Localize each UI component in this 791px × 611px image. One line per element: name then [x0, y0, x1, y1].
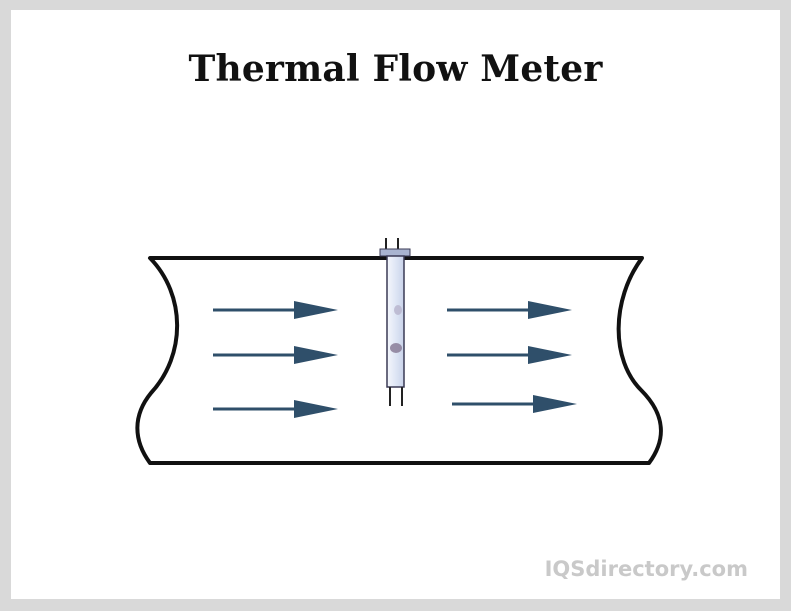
- diagram-canvas: Thermal Flow Meter: [11, 10, 780, 599]
- flow-arrow-right-2: [447, 346, 572, 364]
- pipe-outline: [135, 256, 663, 465]
- thermal-flow-meter-diagram: [135, 238, 663, 465]
- flow-arrow-right-1: [447, 301, 572, 319]
- probe-cap: [379, 248, 411, 257]
- thermal-probe: [379, 238, 411, 406]
- flow-arrow-left-3: [213, 400, 338, 418]
- flow-arrow-left-1: [213, 301, 338, 319]
- flow-arrow-right-3: [452, 395, 577, 413]
- probe-body: [386, 255, 405, 388]
- flow-arrow-left-2: [213, 346, 338, 364]
- watermark: IQSdirectory.com: [544, 557, 748, 581]
- probe-sensor-upper: [394, 305, 402, 315]
- diagram-title: Thermal Flow Meter: [188, 48, 603, 90]
- probe-sensor-lower: [390, 343, 402, 353]
